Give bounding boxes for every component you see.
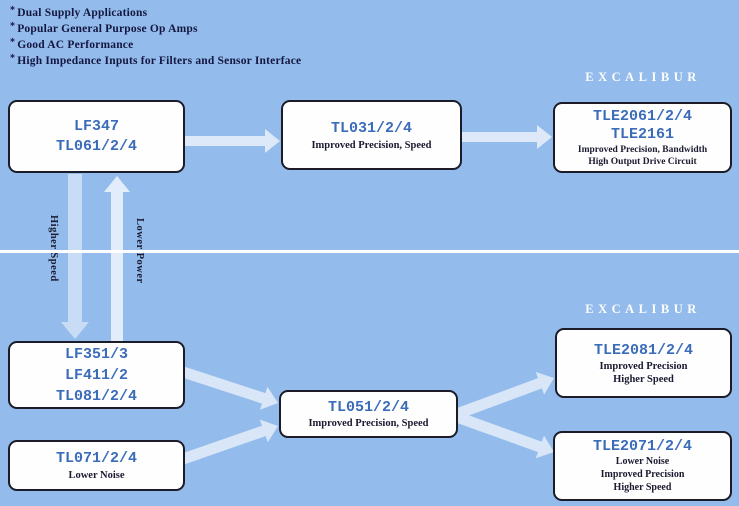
- arrow-lf347-to-tl031: [182, 129, 280, 153]
- part-number: LF347: [73, 117, 119, 135]
- bullet-text: Good AC Performance: [17, 39, 134, 51]
- part-number: TL051/2/4: [327, 398, 409, 416]
- part-number: TLE2061/2/4: [592, 107, 693, 125]
- arrow-tl051-to-tle2071: [455, 411, 554, 459]
- part-box-tle2071: TLE2071/2/4 Lower Noise Improved Precisi…: [553, 431, 732, 501]
- arrow-tl051-to-tle2081: [455, 372, 554, 420]
- part-note: Lower Noise: [68, 470, 125, 481]
- lower-power-label: Lower Power: [134, 218, 145, 284]
- part-note: Higher Speed: [613, 482, 672, 493]
- bullet-item: *High Impedance Inputs for Filters and S…: [10, 52, 301, 68]
- bullet-star-icon: *: [10, 21, 16, 32]
- part-box-tl071: TL071/2/4 Lower Noise: [8, 440, 185, 491]
- part-box-lf351: LF351/3 LF411/2 TL081/2/4: [8, 341, 185, 409]
- bullet-star-icon: *: [10, 5, 16, 16]
- part-number: TLE2161: [610, 125, 674, 143]
- part-number: LF351/3: [64, 345, 128, 363]
- bullet-item: *Good AC Performance: [10, 36, 301, 52]
- part-number: TL081/2/4: [55, 387, 137, 405]
- part-number: TLE2081/2/4: [593, 341, 694, 359]
- part-number: LF411/2: [64, 366, 128, 384]
- part-box-tle2061: TLE2061/2/4 TLE2161 Improved Precision, …: [553, 102, 732, 173]
- bullet-item: *Popular General Purpose Op Amps: [10, 20, 301, 36]
- part-note: High Output Drive Circuit: [588, 156, 697, 167]
- part-number: TLE2071/2/4: [592, 438, 693, 455]
- bullet-item: *Dual Supply Applications: [10, 4, 301, 20]
- bullet-star-icon: *: [10, 53, 16, 64]
- part-box-tl031: TL031/2/4 Improved Precision, Speed: [281, 100, 462, 170]
- part-note: Improved Precision: [600, 469, 685, 480]
- part-note: Improved Precision, Bandwidth: [577, 144, 708, 155]
- arrow-tl031-to-tle2061: [461, 125, 552, 149]
- higher-speed-label: Higher Speed: [48, 215, 59, 282]
- arrow-tl071-to-tl051: [181, 419, 278, 465]
- bullet-text: High Impedance Inputs for Filters and Se…: [17, 55, 302, 67]
- part-note: Improved Precision, Speed: [311, 139, 432, 151]
- arrow-lf351-to-tl051: [181, 366, 278, 410]
- bullet-text: Popular General Purpose Op Amps: [17, 23, 198, 35]
- bullet-star-icon: *: [10, 37, 16, 48]
- part-note: Improved Precision, Speed: [308, 417, 429, 429]
- part-note: Improved Precision: [599, 360, 688, 372]
- feature-bullet-list: *Dual Supply Applications *Popular Gener…: [10, 4, 301, 68]
- excalibur-label-top: EXCALIBUR: [585, 70, 701, 84]
- part-number: TL061/2/4: [55, 137, 137, 155]
- part-number: TL071/2/4: [55, 450, 137, 467]
- part-note: Higher Speed: [613, 373, 674, 385]
- part-box-lf347: LF347 TL061/2/4: [8, 100, 185, 173]
- part-note: Lower Noise: [615, 456, 670, 467]
- part-number: TL031/2/4: [330, 119, 412, 137]
- arrow-higher-speed-down: [61, 174, 89, 339]
- part-box-tle2081: TLE2081/2/4 Improved Precision Higher Sp…: [555, 328, 732, 398]
- excalibur-label-bottom: EXCALIBUR: [585, 302, 701, 316]
- divider-line: [0, 250, 739, 253]
- bullet-text: Dual Supply Applications: [17, 7, 148, 19]
- part-box-tl051: TL051/2/4 Improved Precision, Speed: [279, 390, 458, 438]
- arrow-lower-power-up: [104, 176, 130, 341]
